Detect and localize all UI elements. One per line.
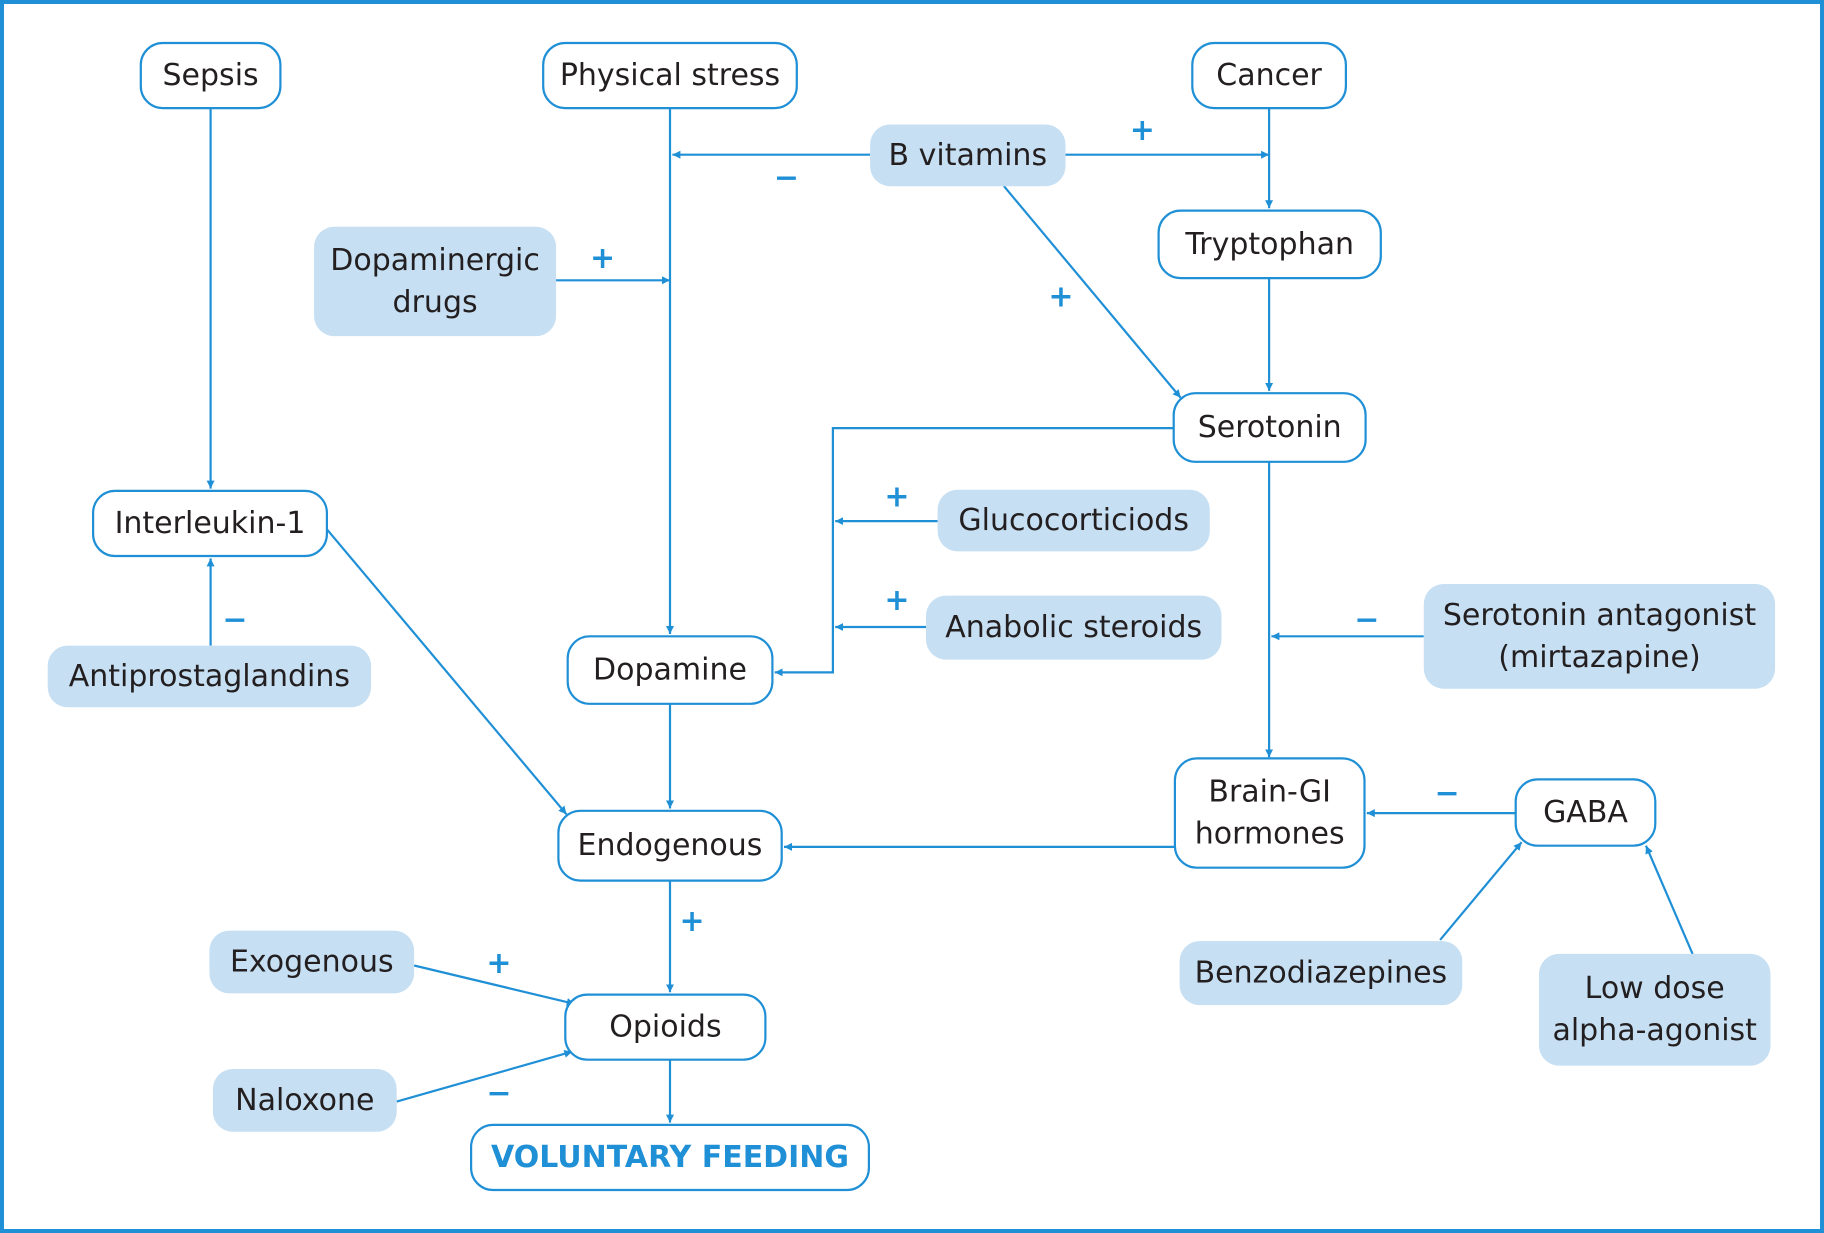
node-label: Serotonin xyxy=(1198,410,1342,445)
node-label: Anabolic steroids xyxy=(945,610,1202,645)
node-dopaminergic-drugs: Dopaminergic drugs xyxy=(314,226,557,337)
node-box xyxy=(47,645,372,708)
edge-sign: − xyxy=(774,161,799,196)
node-label: Brain-GI xyxy=(1208,775,1331,810)
node-antiprostaglandins: Antiprostaglandins xyxy=(47,645,372,708)
node-box xyxy=(314,226,557,337)
node-label: Antiprostaglandins xyxy=(69,659,350,694)
node-box xyxy=(212,1069,397,1132)
node-box xyxy=(1514,778,1657,847)
node-label: Benzodiazepines xyxy=(1195,956,1448,991)
node-box xyxy=(209,930,415,994)
node-label: B vitamins xyxy=(889,138,1048,173)
edge-sign: + xyxy=(1048,279,1073,314)
node-label: GABA xyxy=(1543,795,1628,830)
node-box xyxy=(937,489,1210,552)
node-label: Low dose xyxy=(1585,971,1725,1006)
node-box xyxy=(1172,392,1367,463)
node-box xyxy=(1191,41,1348,110)
node-box xyxy=(566,635,774,705)
node-cancer: Cancer xyxy=(1191,41,1348,110)
edge-sign: − xyxy=(1354,603,1379,638)
edge-serotonin-to-dopamine xyxy=(774,427,1174,677)
node-box xyxy=(1423,584,1776,689)
node-label: Naloxone xyxy=(235,1083,374,1118)
node-brain-gi-hormones: Brain-GI hormones xyxy=(1173,757,1366,869)
node-glucocorticoids: Glucocorticiods xyxy=(937,489,1210,552)
edge-sign: + xyxy=(486,946,511,981)
node-dopamine: Dopamine xyxy=(566,635,774,705)
node-box xyxy=(91,489,329,558)
node-low-dose-alpha-agonist: Low dose alpha-agonist xyxy=(1539,953,1771,1066)
node-gaba: GABA xyxy=(1514,778,1657,847)
edge-interleukin-1-to-endogenous xyxy=(326,528,568,816)
node-box xyxy=(557,809,783,882)
node-label: VOLUNTARY FEEDING xyxy=(491,1140,849,1175)
node-anabolic-steroids: Anabolic steroids xyxy=(926,595,1222,660)
node-box xyxy=(870,124,1066,187)
node-label: Opioids xyxy=(609,1010,721,1045)
node-label: (mirtazapine) xyxy=(1498,640,1700,675)
node-label: Glucocorticiods xyxy=(958,503,1189,538)
edge-sign: − xyxy=(1435,776,1460,811)
node-label: Endogenous xyxy=(578,828,763,863)
edge-sign: + xyxy=(1130,113,1155,148)
node-b-vitamins: B vitamins xyxy=(870,124,1066,187)
signs-layer: − − + + + + + − − + + − xyxy=(222,113,1459,1111)
node-box xyxy=(1179,941,1463,1006)
node-label: Physical stress xyxy=(560,58,780,93)
node-tryptophan: Tryptophan xyxy=(1157,209,1382,280)
edge-b-vitamins-to-serotonin xyxy=(1003,185,1182,399)
edge-sign: + xyxy=(884,479,909,514)
node-label: Exogenous xyxy=(230,945,394,980)
node-label: Serotonin antagonist xyxy=(1443,598,1756,633)
node-label: Dopamine xyxy=(593,653,747,688)
node-label: Sepsis xyxy=(163,58,259,93)
node-label: drugs xyxy=(393,285,478,320)
node-label: alpha-agonist xyxy=(1552,1013,1757,1048)
edge-low-dose-alpha-agonist-to-gaba xyxy=(1644,845,1694,955)
node-box xyxy=(1157,209,1382,280)
node-box xyxy=(926,595,1222,660)
edge-exogenous-to-opioids xyxy=(413,964,575,1006)
node-box xyxy=(1539,953,1771,1066)
edge-sign: + xyxy=(884,583,909,618)
edge-sign: − xyxy=(486,1076,511,1111)
node-interleukin-1: Interleukin-1 xyxy=(91,489,329,558)
node-label: Tryptophan xyxy=(1184,227,1354,262)
node-endogenous: Endogenous xyxy=(557,809,783,882)
node-label: Cancer xyxy=(1216,58,1322,93)
node-sepsis: Sepsis xyxy=(139,41,282,110)
node-benzodiazepines: Benzodiazepines xyxy=(1179,941,1463,1006)
nodes-layer: Sepsis Physical stress Cancer B vitaminsTry… xyxy=(47,41,1776,1192)
node-physical-stress: Physical stress xyxy=(542,41,798,110)
node-box xyxy=(139,41,282,110)
edge-benzodiazepines-to-gaba xyxy=(1439,841,1523,941)
node-serotonin-antagonist: Serotonin antagonist (mirtazapine) xyxy=(1423,584,1776,689)
node-box xyxy=(542,41,798,110)
node-box xyxy=(564,993,767,1061)
node-box xyxy=(470,1123,870,1192)
edge-sign: − xyxy=(222,603,247,638)
node-label: Interleukin-1 xyxy=(115,506,306,541)
edge-sign: + xyxy=(680,904,705,939)
node-label: Dopaminergic xyxy=(330,243,540,278)
node-serotonin: Serotonin xyxy=(1172,392,1367,463)
node-label: hormones xyxy=(1195,817,1345,852)
node-exogenous: Exogenous xyxy=(209,930,415,994)
node-voluntary-feeding: VOLUNTARY FEEDING xyxy=(470,1123,870,1192)
node-naloxone: Naloxone xyxy=(212,1069,397,1132)
edge-sign: + xyxy=(590,241,615,276)
node-box xyxy=(1173,757,1366,869)
node-opioids: Opioids xyxy=(564,993,767,1061)
edge-naloxone-to-opioids xyxy=(396,1049,573,1103)
edges-layer xyxy=(206,108,1694,1123)
